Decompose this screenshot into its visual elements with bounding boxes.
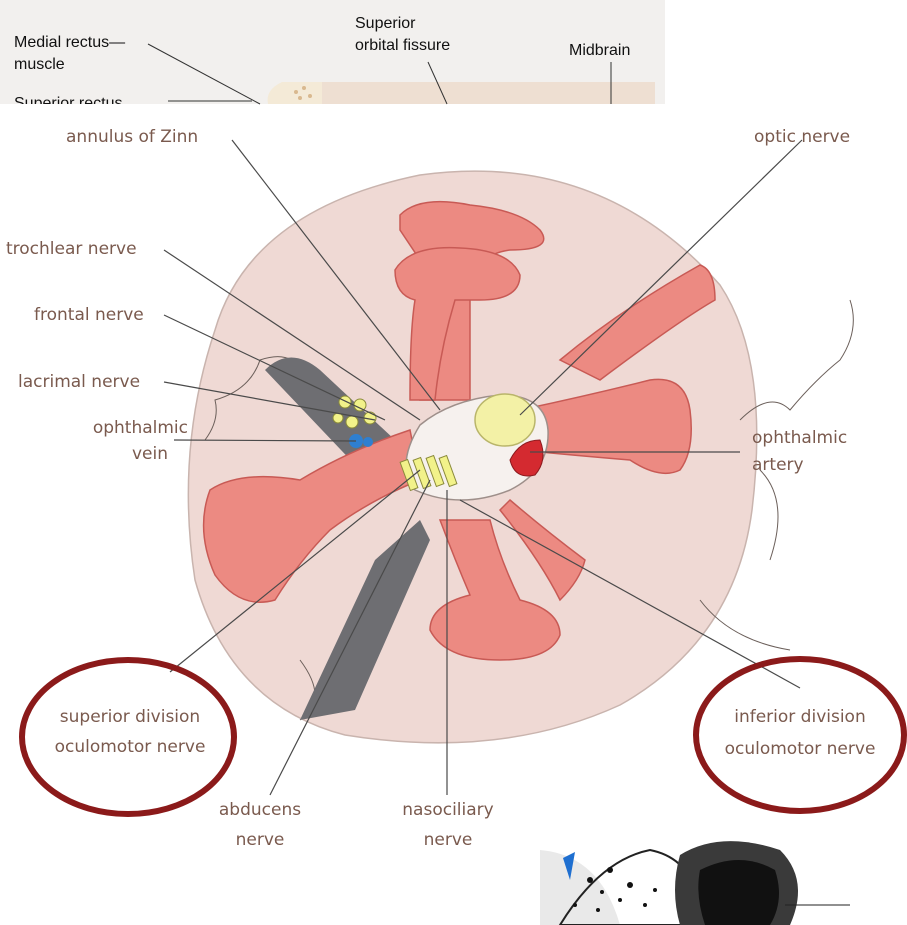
top-strip-drawing (148, 44, 655, 104)
label-abducens-2: nerve (200, 827, 320, 853)
label-superior-division-2: oculomotor nerve (30, 734, 230, 760)
label-inferior-division-2: oculomotor nerve (700, 736, 900, 762)
label-lacrimal-nerve: lacrimal nerve (18, 369, 140, 395)
label-ophthalmic-vein-1: ophthalmic (30, 415, 188, 441)
optic-nerve (475, 394, 535, 446)
label-trochlear-nerve: trochlear nerve (6, 236, 137, 262)
ophthalmic-vein-dot-2 (363, 437, 373, 447)
label-ophthalmic-artery-1: ophthalmic (752, 425, 847, 451)
label-frontal-nerve: frontal nerve (34, 302, 144, 328)
label-abducens-1: abducens (200, 797, 320, 823)
label-superior-division-1: superior division (30, 704, 230, 730)
label-nasociliary-2: nerve (378, 827, 518, 853)
bottom-illustration (540, 841, 850, 925)
label-annulus-of-zinn: annulus of Zinn (66, 124, 198, 150)
inferior-division-highlight (696, 659, 904, 811)
label-nasociliary-1: nasociliary (378, 797, 518, 823)
label-optic-nerve: optic nerve (754, 124, 850, 150)
label-inferior-division-1: inferior division (700, 704, 900, 730)
label-ophthalmic-vein-2: vein (30, 441, 168, 467)
label-ophthalmic-artery-2: artery (752, 452, 804, 478)
